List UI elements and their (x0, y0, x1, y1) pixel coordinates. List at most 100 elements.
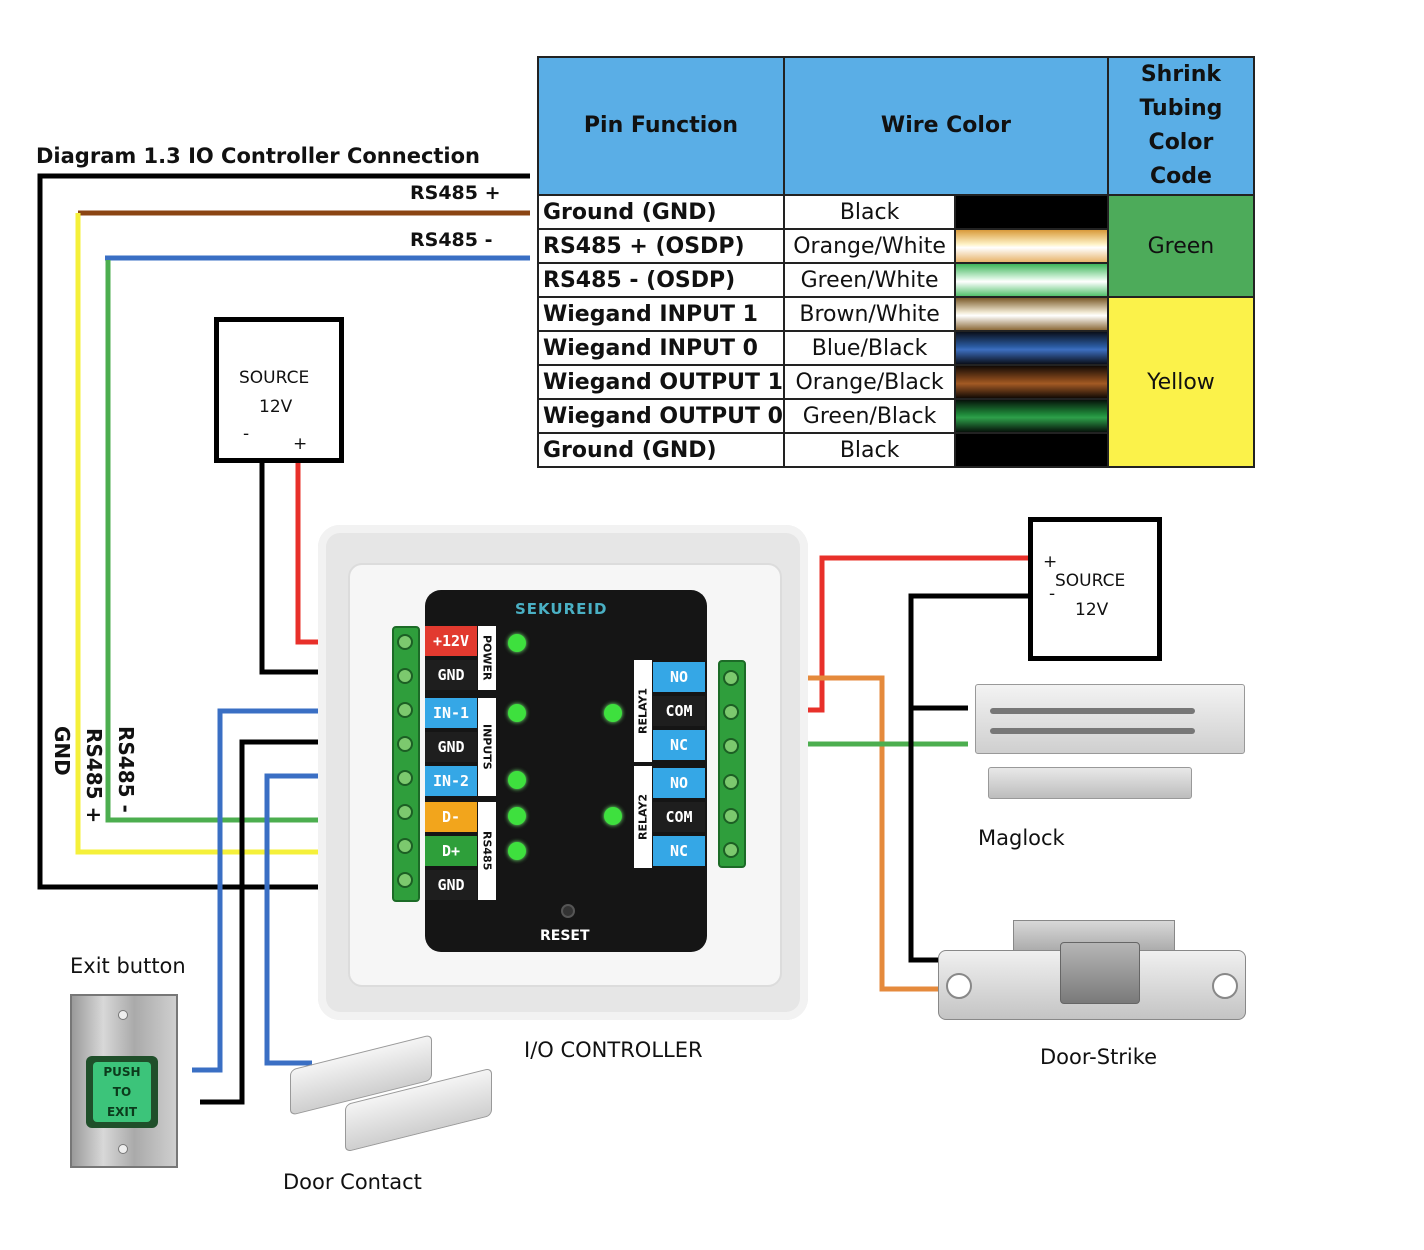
group-power-label: POWER (478, 626, 496, 690)
right-terminal-block (718, 660, 746, 868)
pin-relay2-no: NO (653, 768, 705, 798)
wire-swatch (954, 262, 1109, 298)
maglock-caption: Maglock (978, 826, 1065, 850)
exit-in1-wire (192, 708, 405, 1073)
wire-swatch (954, 364, 1109, 400)
pin-function-cell: Ground (GND) (537, 432, 785, 468)
table-row: Ground (GND) Black (537, 432, 1254, 468)
exit-face-line: TO (112, 1085, 132, 1099)
diagram-title: Diagram 1.3 IO Controller Connection (36, 144, 481, 168)
terminal-screw (723, 842, 739, 858)
pin-function-cell: RS485 - (OSDP) (537, 262, 785, 298)
maglock-groove (990, 728, 1195, 734)
pin-function-cell: RS485 + (OSDP) (537, 228, 785, 264)
table-row: Wiegand OUTPUT 1 Orange/Black (537, 364, 1254, 400)
group-relay2-label: RELAY2 (634, 766, 652, 868)
wire-color-cell: Orange/White (782, 228, 957, 264)
pin-in2: IN-2 (425, 766, 477, 796)
exit-button-caption: Exit button (70, 954, 186, 978)
led-in1 (508, 704, 526, 722)
terminal-screw (397, 736, 413, 752)
terminal-screw (723, 704, 739, 720)
wire-swatch (954, 296, 1109, 332)
pin-relay1-no: NO (653, 662, 705, 692)
wire-color-cell: Green/Black (782, 398, 957, 434)
door-strike-keeper (1060, 942, 1140, 1004)
wire-swatch (954, 398, 1109, 434)
group-rs485-label: RS485 (478, 802, 496, 900)
pin-function-cell: Wiegand INPUT 0 (537, 330, 785, 366)
source-right-box: + SOURCE - 12V (1028, 517, 1162, 661)
pin-12v: +12V (425, 626, 477, 656)
wire-color-cell: Brown/White (782, 296, 957, 332)
rs485-minus-vertical-label: RS485 - (114, 726, 138, 813)
pin-function-cell: Ground (GND) (537, 194, 785, 230)
rs485-plus-wire (75, 213, 405, 855)
wire-swatch (954, 330, 1109, 366)
strike-screw-hole (946, 973, 972, 999)
exit-face-line: PUSH (103, 1065, 141, 1079)
led-relay2 (604, 807, 622, 825)
table-row: Wiegand INPUT 1 Brown/White Yellow (537, 296, 1255, 468)
left-terminal-block (392, 626, 420, 902)
maglock-groove (990, 708, 1195, 714)
led-relay1 (604, 704, 622, 722)
source-left-plus: + (293, 434, 308, 454)
source-left-label: SOURCE (239, 368, 310, 388)
wire-swatch (954, 194, 1109, 230)
pin-function-cell: Wiegand OUTPUT 1 (537, 364, 785, 400)
plate-screw (118, 1144, 128, 1154)
maglock-body (975, 684, 1245, 754)
gnd-vertical-label: GND (50, 726, 74, 776)
exit-button-face: PUSH TO EXIT (93, 1062, 151, 1122)
source-right-minus-wire (908, 593, 1030, 963)
table-row: RS485 - (OSDP) Green/White (537, 262, 1254, 298)
source-left-box: SOURCE 12V - + (214, 317, 344, 463)
wire-color-cell: Green/White (782, 262, 957, 298)
wire-swatch (954, 228, 1109, 264)
wire-color-cell: Black (782, 194, 957, 230)
terminal-screw (397, 668, 413, 684)
pin-relay2-com: COM (653, 802, 705, 832)
source-right-plus: + (1043, 552, 1058, 572)
led-power (508, 634, 526, 652)
terminal-screw (723, 774, 739, 790)
source-right-minus: - (1049, 584, 1056, 604)
rs485-plus-label: RS485 + (410, 182, 501, 204)
group-relay1-label: RELAY1 (634, 660, 652, 762)
terminal-screw (397, 872, 413, 888)
table-row: Ground (GND) Black Green (537, 194, 1255, 298)
pin-function-cell: Wiegand INPUT 1 (537, 296, 785, 332)
pin-d-minus: D- (425, 802, 477, 832)
wire-color-table: Pin Function Wire Color Shrink Tubing Co… (537, 56, 1255, 468)
header-pin-function: Pin Function (537, 56, 785, 196)
reset-button[interactable] (561, 904, 575, 918)
rs485-minus-wire (105, 260, 405, 823)
table-row: Wiegand OUTPUT 0 Green/Black (537, 398, 1254, 434)
pin-relay1-nc: NC (653, 730, 705, 760)
shrink-yellow-cell: Yellow (1106, 296, 1255, 468)
rs485-plus-vertical-label: RS485 + (82, 728, 106, 824)
led-d-plus (508, 842, 526, 860)
wire-color-cell: Orange/Black (782, 364, 957, 400)
terminal-screw (397, 634, 413, 650)
shrink-green-cell: Green (1106, 194, 1255, 298)
wire-swatch (954, 432, 1109, 468)
terminal-screw (723, 670, 739, 686)
wire-color-cell: Black (782, 432, 957, 468)
header-wire-color: Wire Color (782, 56, 1109, 196)
relay-no-wire (735, 675, 945, 992)
exit-face-line: EXIT (106, 1105, 138, 1119)
source-right-label: SOURCE (1055, 571, 1126, 591)
pin-gnd-power: GND (425, 660, 477, 690)
door-contact-caption: Door Contact (283, 1170, 422, 1194)
terminal-screw (723, 738, 739, 754)
pin-in1: IN-1 (425, 698, 477, 728)
terminal-screw (397, 804, 413, 820)
io-controller-caption: I/O CONTROLLER (524, 1038, 703, 1062)
source-right-voltage: 12V (1075, 600, 1109, 620)
strike-screw-hole (1212, 973, 1238, 999)
pin-function-cell: Wiegand OUTPUT 0 (537, 398, 785, 434)
plate-screw (118, 1010, 128, 1020)
door-strike-caption: Door-Strike (1040, 1045, 1158, 1069)
